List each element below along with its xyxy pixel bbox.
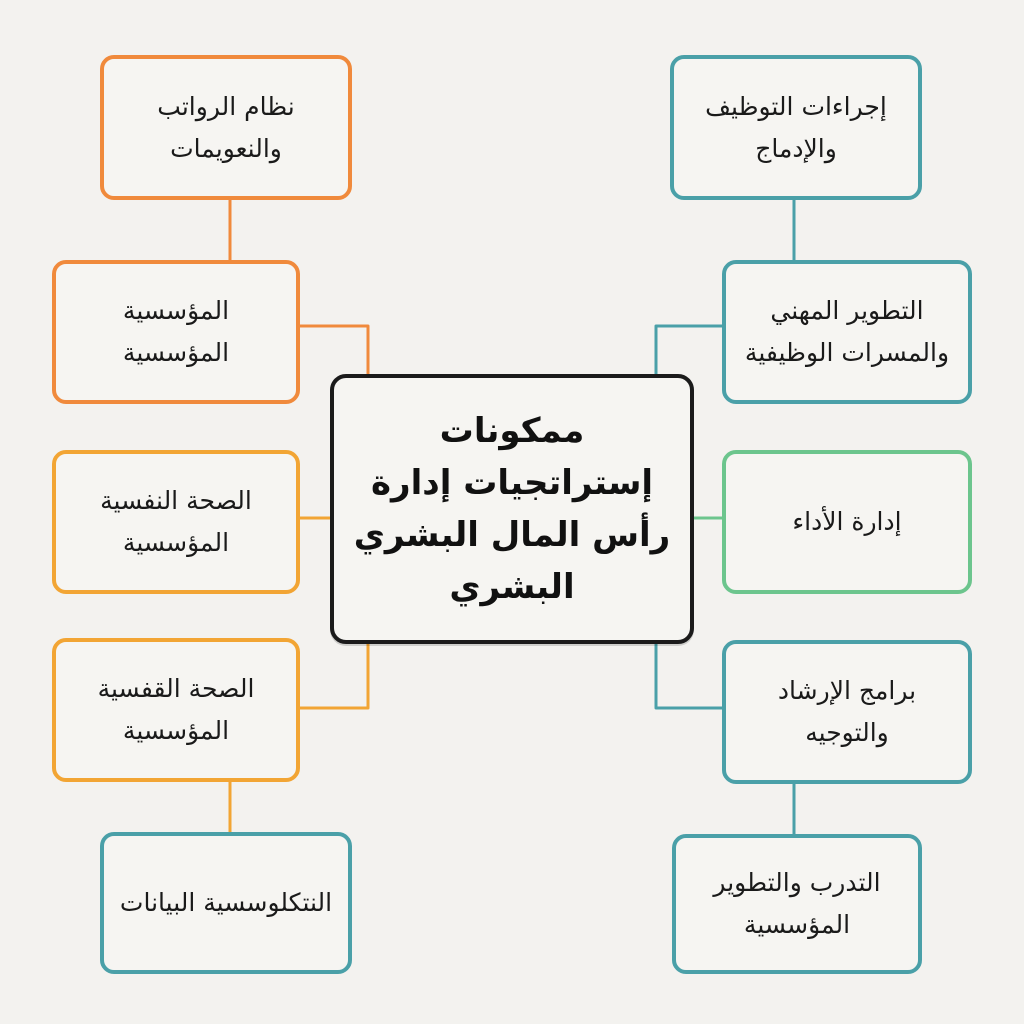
connector-left-2-center (300, 324, 370, 374)
right-node-2-label: التطوير المهني والمسرات الوظيفية (744, 296, 950, 367)
right-node-1: إجراءات التوظيف والإدماج (670, 55, 922, 200)
right-node-4: برامج الإرشاد والتوجيه (722, 640, 972, 784)
left-node-4: الصحة القفسية المؤسسية (52, 638, 300, 782)
left-node-2-label: المؤسسية المؤسسية (122, 296, 230, 367)
left-node-1: نظام الرواتب والنعويمات (100, 55, 352, 200)
connector-left-4-center (300, 644, 370, 710)
connector-right-4-center (654, 644, 724, 710)
left-node-1-label: نظام الرواتب والنعويمات (157, 91, 295, 163)
connector-right-2-center (654, 324, 724, 374)
right-node-1-label: إجراءات التوظيف والإدماج (705, 91, 887, 163)
left-node-4-label: الصحة القفسية المؤسسية (97, 674, 255, 745)
center-node: ممكونات إستراتجيات إدارة رأس المال البشر… (330, 374, 694, 644)
left-node-5: النتكلوسسية البيانات (100, 832, 352, 974)
left-node-3-label: الصحة النفسية المؤسسية (100, 486, 252, 557)
center-title: ممكونات إستراتجيات إدارة رأس المال البشر… (353, 411, 671, 607)
right-node-3-label: إدارة الأداء (792, 507, 902, 536)
left-node-3: الصحة النفسية المؤسسية (52, 450, 300, 594)
right-node-5-label: التدرب والتطوير المؤسسية (713, 868, 881, 939)
right-node-4-label: برامج الإرشاد والتوجيه (777, 676, 917, 747)
right-node-5: التدرب والتطوير المؤسسية (672, 834, 922, 974)
left-node-5-label: النتكلوسسية البيانات (119, 888, 333, 917)
right-node-2: التطوير المهني والمسرات الوظيفية (722, 260, 972, 404)
right-node-3: إدارة الأداء (722, 450, 972, 594)
left-node-2: المؤسسية المؤسسية (52, 260, 300, 404)
